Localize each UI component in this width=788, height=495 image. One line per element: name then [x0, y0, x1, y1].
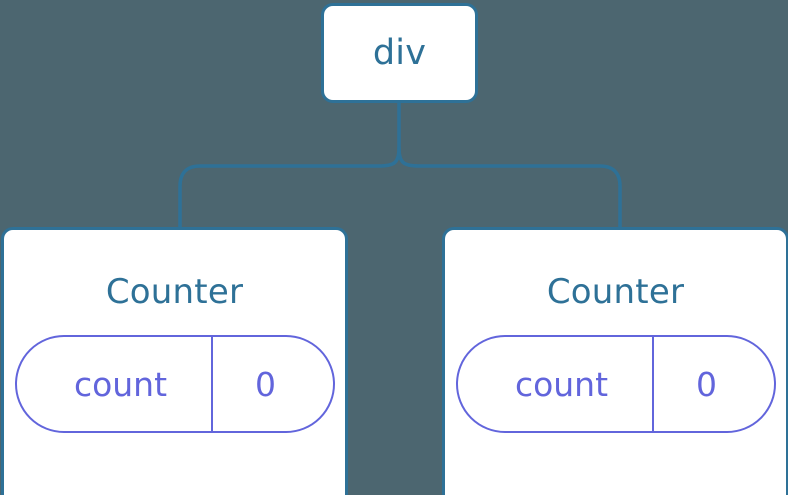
- node-counter-2-label: Counter: [546, 272, 685, 312]
- state-value-label: 0: [255, 364, 276, 404]
- state-key-label: count: [514, 364, 609, 404]
- state-divider: [651, 337, 654, 431]
- state-badge-counter-2[interactable]: count 0: [455, 335, 776, 433]
- node-counter-1[interactable]: Counter count 0: [1, 227, 348, 495]
- state-badge-counter-1[interactable]: count 0: [14, 335, 335, 433]
- connector-trunk-and-fork: [397, 100, 622, 231]
- state-divider: [210, 337, 213, 431]
- node-counter-1-label: Counter: [105, 272, 244, 312]
- node-counter-2[interactable]: Counter count 0: [442, 227, 788, 495]
- connector-left-branch: [178, 146, 401, 231]
- node-div[interactable]: div: [321, 3, 478, 103]
- node-div-label: div: [372, 32, 427, 73]
- state-key-label: count: [73, 364, 168, 404]
- state-value-label: 0: [696, 364, 717, 404]
